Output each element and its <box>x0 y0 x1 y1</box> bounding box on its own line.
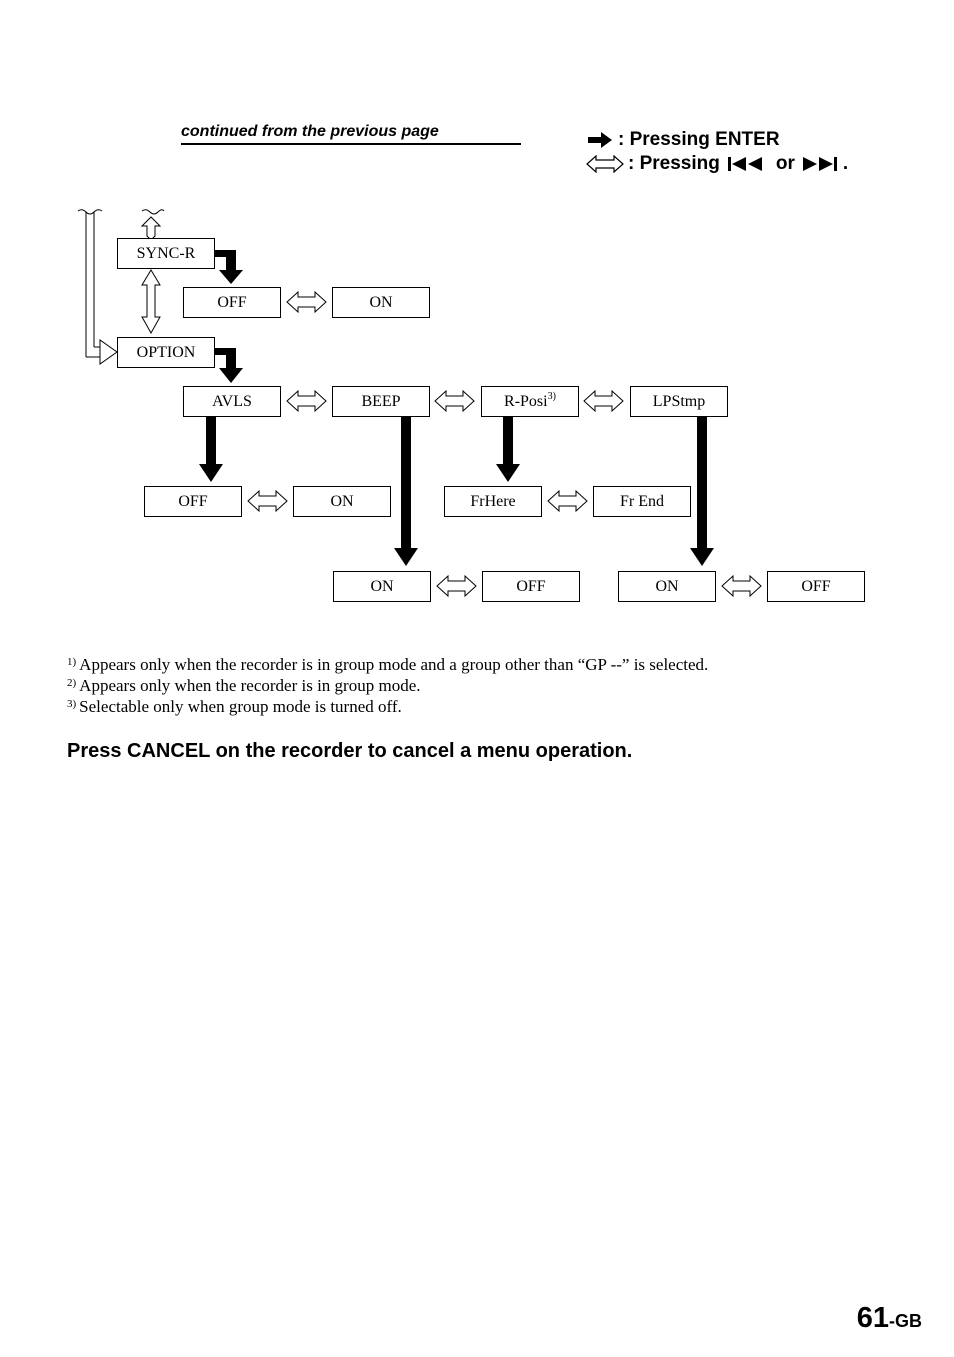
page-number: 61-GB <box>857 1302 922 1335</box>
sync-r-on-option: ON <box>332 287 430 318</box>
rposi-frhere-option: FrHere <box>444 486 542 517</box>
lpstmp-on-off-arrow <box>721 574 762 598</box>
footnote-marker: 3) <box>67 698 77 710</box>
legend-skip-prefix: : Pressing <box>628 153 720 174</box>
footnote-1: 1)Appears only when the recorder is in g… <box>67 652 708 675</box>
legend-skip-end: . <box>842 153 849 174</box>
footnote-3: 3)Selectable only when group mode is tur… <box>67 694 402 717</box>
avls-off-on-arrow <box>247 489 288 513</box>
avls-enter-arrow <box>199 416 223 482</box>
double-arrow-icon <box>586 155 624 173</box>
page-number-suffix: -GB <box>889 1311 922 1331</box>
page-number-value: 61 <box>856 1302 889 1334</box>
continued-header: continued from the previous page <box>181 121 521 145</box>
r-posi-label: R-Posi <box>504 393 548 410</box>
menu-avls: AVLS <box>183 386 281 417</box>
beep-rposi-arrow <box>434 389 475 413</box>
avls-beep-arrow <box>286 389 327 413</box>
rposi-frend-option: Fr End <box>593 486 691 517</box>
sync-option-updown-arrow <box>141 269 161 335</box>
footnote-text: Appears only when the recorder is in gro… <box>79 676 421 695</box>
menu-sync-r: SYNC-R <box>117 238 215 269</box>
next-track-icon <box>802 157 837 171</box>
rposi-lpstmp-arrow <box>583 389 624 413</box>
top-updown-arrow <box>140 209 165 241</box>
beep-on-option: ON <box>333 571 431 602</box>
beep-off-option: OFF <box>482 571 580 602</box>
beep-on-off-arrow <box>436 574 477 598</box>
footnote-text: Appears only when the recorder is in gro… <box>79 655 709 674</box>
sync-off-on-arrow <box>286 290 327 314</box>
r-posi-footnote-marker: 3) <box>547 391 556 402</box>
legend-enter-text: : Pressing ENTER <box>618 129 780 150</box>
lpstmp-on-option: ON <box>618 571 716 602</box>
avls-on-option: ON <box>293 486 391 517</box>
menu-beep: BEEP <box>332 386 430 417</box>
menu-option: OPTION <box>117 337 215 368</box>
menu-lpstmp: LPStmp <box>630 386 728 417</box>
return-loop-arrow <box>77 209 118 365</box>
legend-skip-or: or <box>775 153 795 174</box>
footnote-marker: 2) <box>67 677 77 689</box>
footnote-marker: 1) <box>67 656 77 668</box>
lpstmp-enter-arrow <box>690 416 714 566</box>
lpstmp-off-option: OFF <box>767 571 865 602</box>
menu-r-posi: R-Posi3) <box>481 386 579 417</box>
option-enter-arrow <box>214 348 243 383</box>
previous-track-icon <box>727 157 762 171</box>
cancel-note: Press CANCEL on the recorder to cancel a… <box>67 740 633 762</box>
avls-off-option: OFF <box>144 486 242 517</box>
legend-skip: : Pressing or . <box>586 152 848 176</box>
frhere-frend-arrow <box>547 489 588 513</box>
beep-enter-arrow <box>394 416 418 566</box>
footnote-2: 2)Appears only when the recorder is in g… <box>67 673 421 696</box>
rposi-enter-arrow <box>496 416 520 482</box>
sync-enter-arrow <box>214 250 243 284</box>
sync-r-off-option: OFF <box>183 287 281 318</box>
footnote-text: Selectable only when group mode is turne… <box>79 697 402 716</box>
legend-enter: : Pressing ENTER <box>586 128 780 152</box>
enter-arrow-icon <box>588 132 612 148</box>
